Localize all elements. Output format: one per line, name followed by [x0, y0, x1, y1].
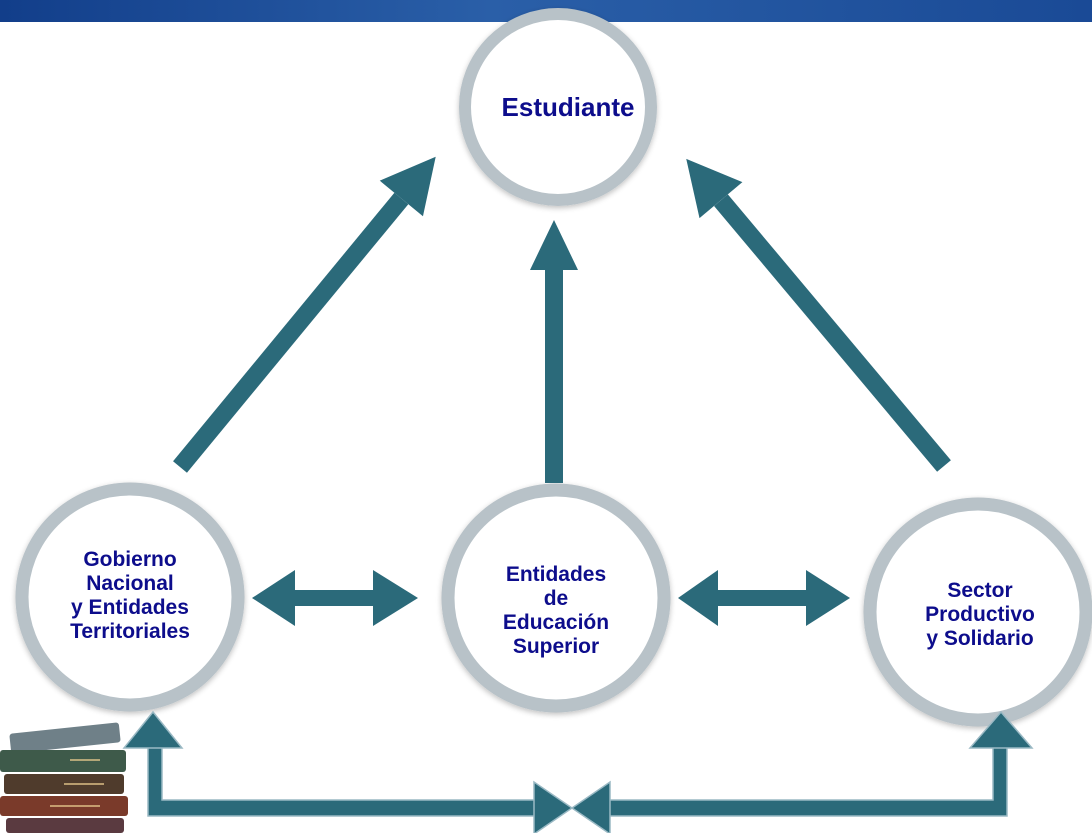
arrow-gobierno-to-estudiante	[173, 156, 436, 473]
bracket-left-path	[147, 744, 541, 817]
bottom-connector	[122, 710, 1034, 833]
circle-estudiante	[459, 8, 657, 206]
node-label-estudiante: Estudiante	[501, 92, 635, 122]
arrow-entidades-sector	[678, 570, 850, 626]
book	[0, 750, 126, 772]
bracket-right-path	[603, 744, 1008, 817]
bracket-right-head	[968, 710, 1034, 749]
bracket-center-right	[570, 780, 611, 833]
book	[6, 818, 124, 833]
arrow-entidades-to-estudiante	[530, 220, 578, 483]
book	[4, 774, 124, 794]
node-label-entidades: Entidades de Educación Superior	[502, 563, 610, 658]
node-circles	[15, 8, 1092, 727]
circle-gobierno	[15, 482, 245, 712]
circle-entidades	[441, 483, 671, 713]
node-label-gobierno: Gobierno Nacional y Entidades Territoria…	[70, 548, 190, 643]
arrows	[173, 156, 951, 626]
arrow-sector-to-estudiante	[686, 158, 951, 472]
arrow-gobierno-entidades	[252, 570, 418, 626]
books-stack-image	[0, 722, 130, 833]
bracket-center-left	[533, 780, 574, 833]
node-label-sector: Sector Productivo y Solidario	[925, 579, 1035, 650]
circle-sector	[863, 497, 1092, 727]
book	[0, 796, 128, 816]
bracket-left-head	[122, 710, 184, 749]
